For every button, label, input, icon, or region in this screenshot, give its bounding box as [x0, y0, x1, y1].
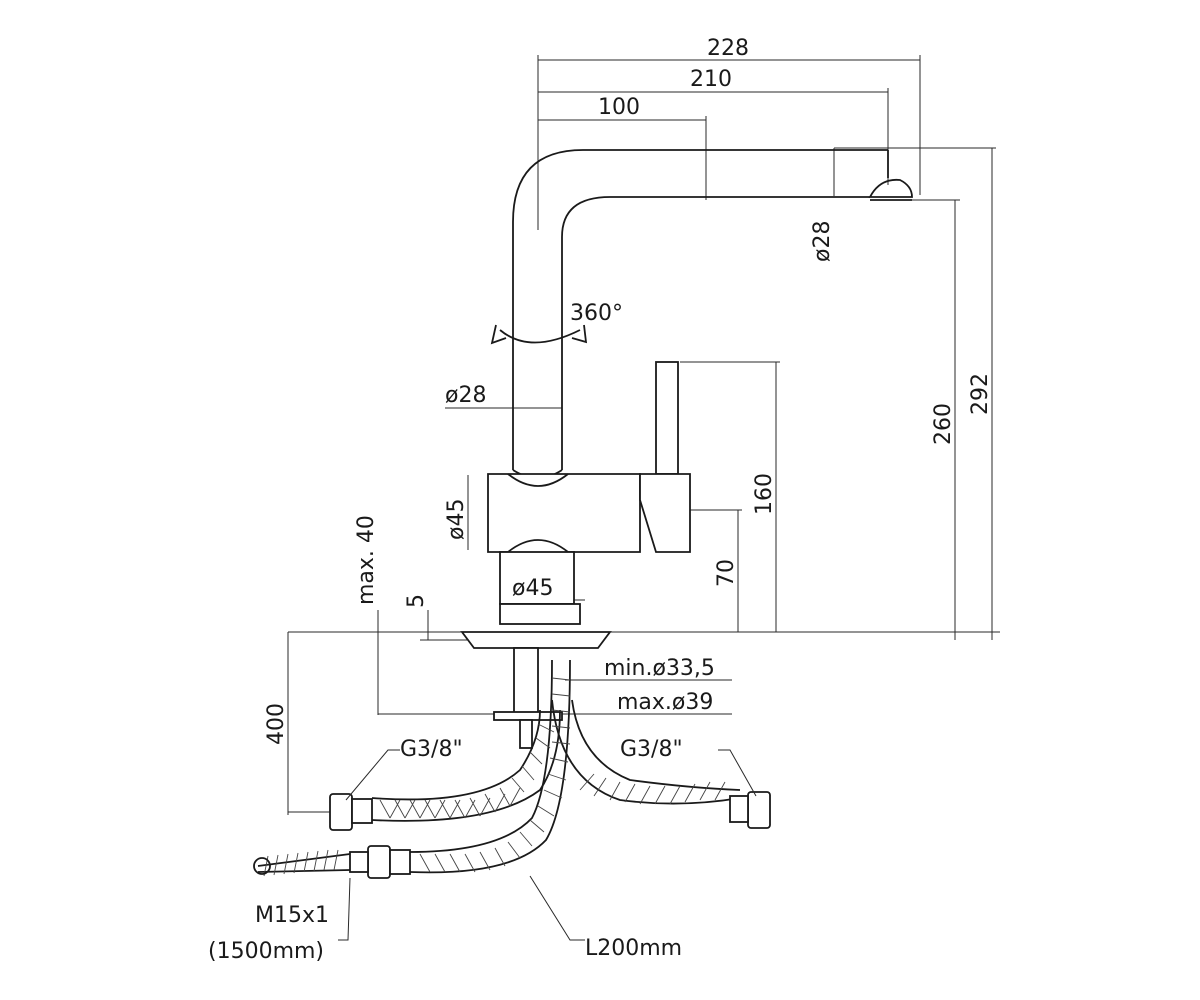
depth-400-label: 400 [264, 703, 289, 745]
dim-228-label: 228 [707, 36, 749, 61]
dim-70-label: 70 [714, 559, 739, 587]
faucet-outline [460, 149, 913, 749]
shower-thread-label: M15x1 [255, 903, 329, 928]
dim-260-label: 260 [931, 403, 956, 445]
spout-diameter-label: ø28 [810, 221, 835, 262]
dim-100-label: 100 [598, 95, 640, 120]
shower-length-label: (1500mm) [208, 939, 324, 964]
dim-160-label: 160 [752, 473, 777, 515]
right-thread-label: G3/8" [620, 737, 683, 762]
pipe-diameter-label: ø28 [445, 383, 486, 408]
max-40-label: max. 40 [354, 515, 379, 605]
supply-hoses [253, 659, 771, 941]
body-diameter-label: ø45 [444, 499, 469, 540]
dim-292-label: 292 [968, 373, 993, 415]
rotation-label: 360° [570, 301, 623, 326]
left-thread-label: G3/8" [400, 737, 463, 762]
hose-length-label: L200mm [585, 936, 682, 961]
hole-max-label: max.ø39 [617, 690, 713, 715]
gap-5-label: 5 [404, 594, 429, 608]
hole-min-label: min.ø33,5 [604, 656, 715, 681]
base-diameter-label: ø45 [512, 576, 553, 601]
dim-210-label: 210 [690, 67, 732, 92]
